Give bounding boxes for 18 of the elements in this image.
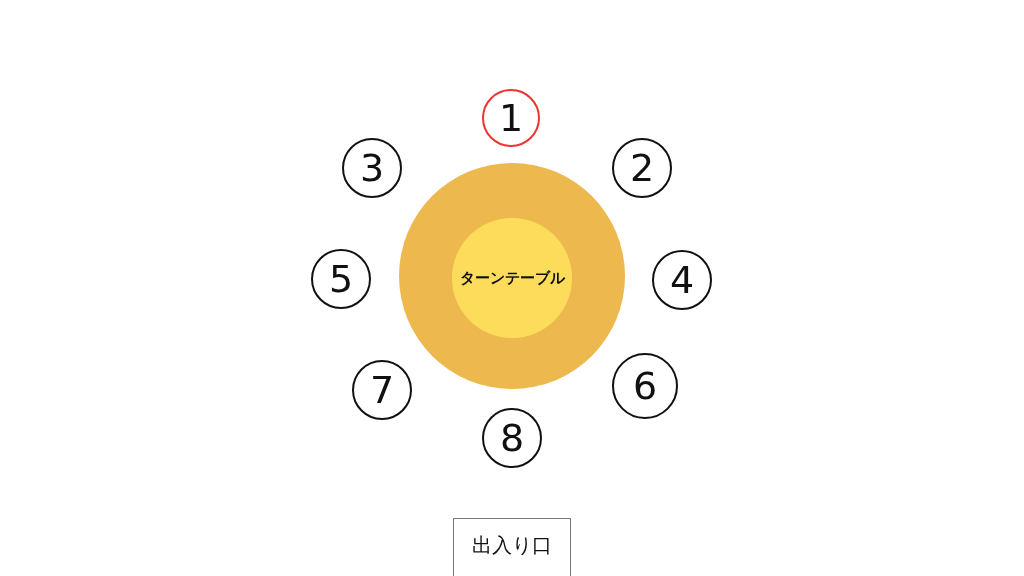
seat-circle — [652, 250, 712, 310]
seat-number: 5 — [328, 260, 354, 298]
seat-number: 2 — [629, 149, 655, 187]
seat-number: 3 — [359, 149, 385, 187]
entrance-label: 出入り口 — [472, 534, 552, 556]
entrance-box — [453, 518, 571, 576]
seat-circle — [612, 138, 672, 198]
seat-circle — [482, 89, 540, 147]
seat-number: 1 — [498, 99, 524, 137]
seat-number: 6 — [632, 367, 658, 405]
seat-circle — [482, 408, 542, 468]
seat-number: 4 — [669, 261, 695, 299]
seat-circle — [352, 360, 412, 420]
turntable-label: ターンテーブル — [459, 269, 565, 287]
seat-circle — [342, 138, 402, 198]
seat-number: 8 — [499, 419, 525, 457]
seat-circle — [311, 249, 371, 309]
seat-number: 7 — [369, 371, 395, 409]
